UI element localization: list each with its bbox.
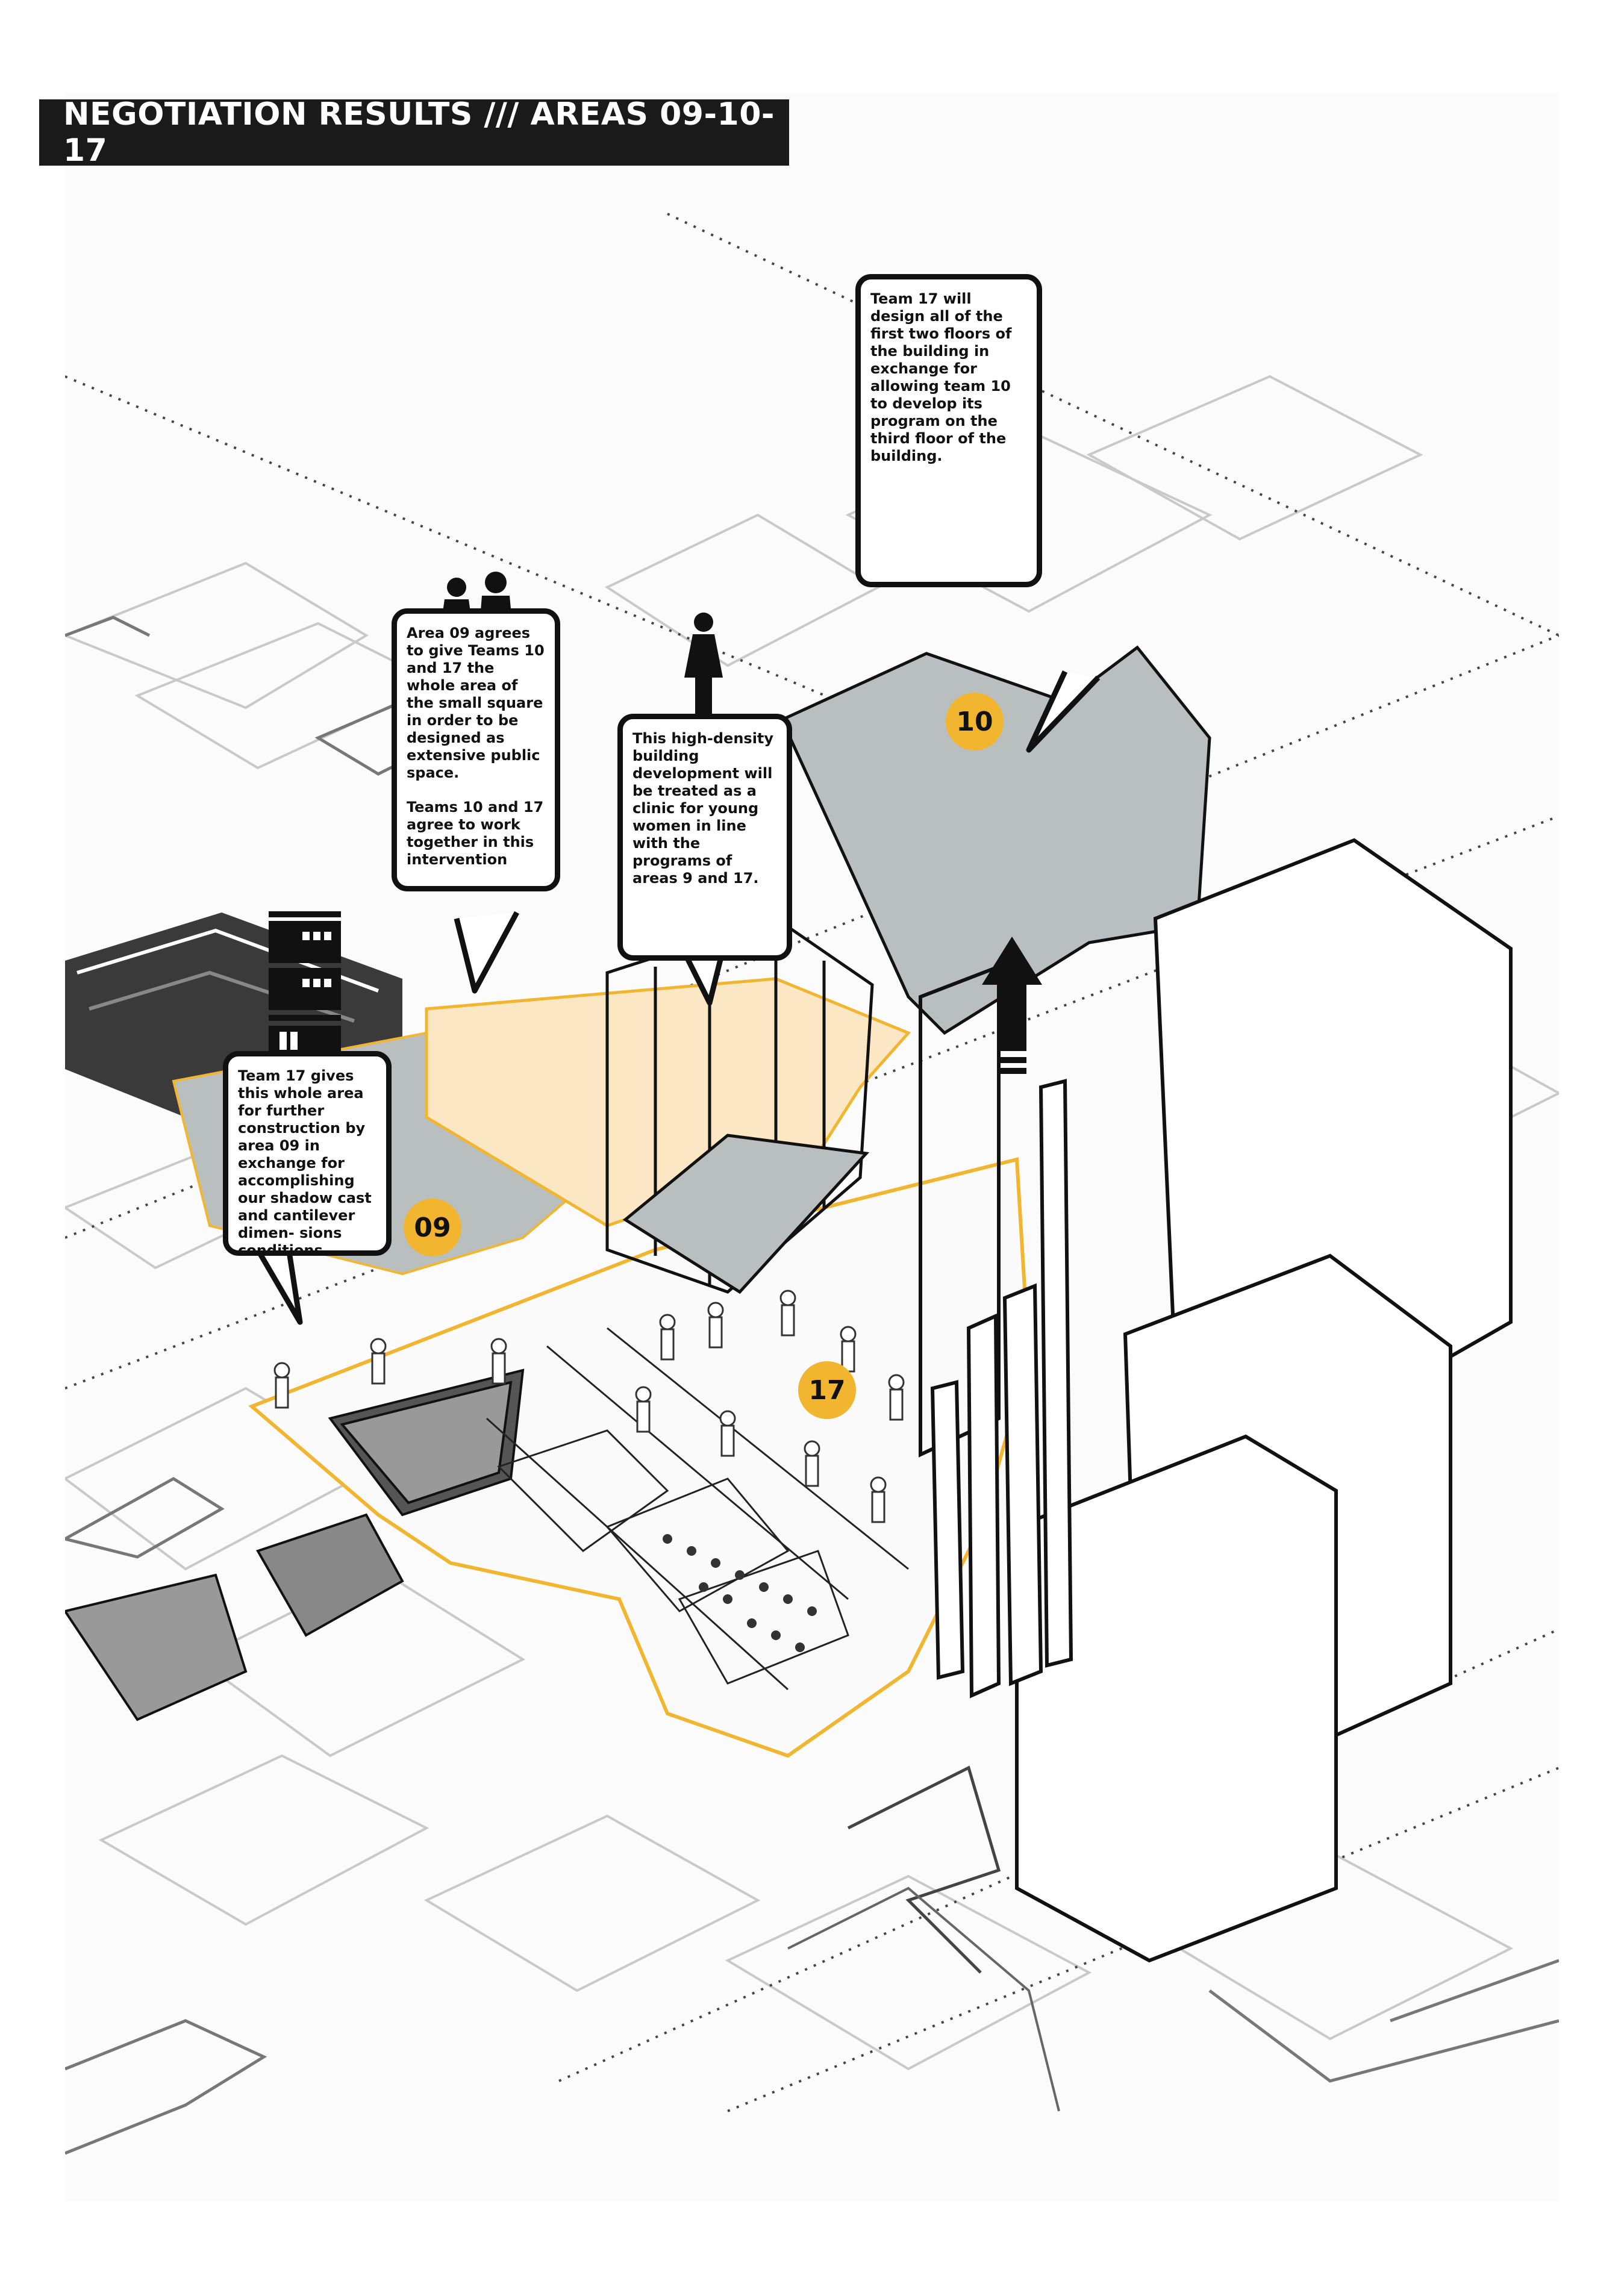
area-10-badge: 10 — [946, 693, 1004, 750]
page-title: NEGOTIATION RESULTS /// AREAS 09-10-17 — [39, 96, 789, 169]
bubble-tails — [255, 670, 1101, 1325]
lower-path — [847, 1765, 1001, 1974]
callout-team17-left: Team 17 gives this whole area for furthe… — [223, 1051, 392, 1259]
area-17-outline — [248, 1157, 1031, 1758]
area-yellow-shape — [425, 977, 911, 1228]
tower-buildings — [919, 838, 1513, 1963]
callout-text: This high-density building development w… — [632, 730, 774, 887]
callout-area09: Area 09 agrees to give Teams 10 and 17 t… — [392, 608, 560, 891]
area-17-towers — [930, 1079, 1073, 1699]
dotted-guides — [65, 213, 1559, 2112]
up-arrow-icon — [982, 937, 1042, 1074]
callout-text: Area 09 agrees to give Teams 10 and 17 t… — [407, 625, 545, 781]
woman-icon — [684, 613, 723, 714]
people-silhouettes — [273, 1290, 905, 1523]
callout-text: Teams 10 and 17 agree to work together i… — [407, 799, 544, 868]
tower-icon — [269, 911, 341, 1056]
callout-text: Team 17 will design all of the first two… — [870, 290, 1012, 464]
area-17-badge: 17 — [798, 1361, 856, 1419]
area-09-badge: 09 — [404, 1199, 461, 1256]
area-17-texture — [486, 1327, 909, 1691]
callout-clinic: This high-density building development w… — [617, 714, 792, 961]
lower-path-2 — [787, 1886, 1060, 2112]
dome-structures — [65, 1368, 525, 1721]
clinic-block — [605, 917, 874, 1294]
callout-team17-top: Team 17 will design all of the first two… — [855, 274, 1042, 587]
dot-texture — [663, 1534, 817, 1652]
callout-text: Team 17 gives this whole area for furthe… — [238, 1067, 372, 1259]
